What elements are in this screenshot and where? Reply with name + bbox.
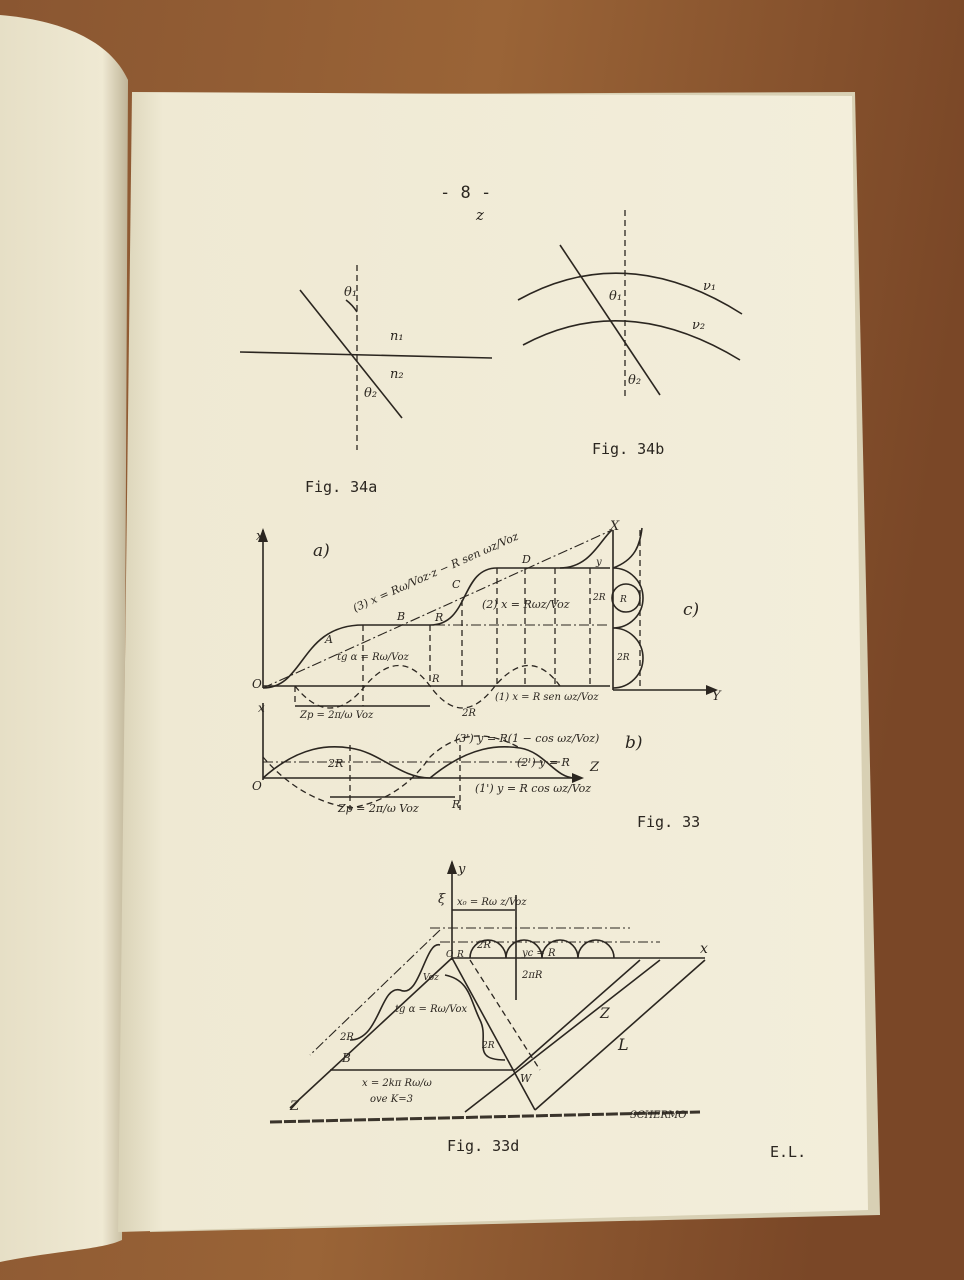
label-theta2: θ₂	[628, 373, 641, 388]
left-page	[0, 15, 128, 1262]
equation-1: (1) x = R sen ωz/Voz	[495, 692, 599, 703]
author-initials: E.L.	[770, 1143, 806, 1161]
axis-label-z: Z	[589, 760, 600, 775]
point-b: B	[341, 1051, 351, 1065]
equation-tg: tg α = Rω/Voz	[337, 652, 409, 663]
label-r: R	[619, 595, 627, 605]
label-r: R	[456, 950, 464, 960]
axis-label-y: Y	[712, 689, 722, 704]
handwritten-mark: z	[475, 206, 484, 224]
label-voz: Voz	[423, 973, 439, 983]
equation-2p: (2') y = R	[517, 756, 570, 769]
panel-label-a: a)	[313, 541, 330, 561]
figure-34b: θ₁ ν₁ ν₂ θ₂	[517, 210, 743, 400]
label-r: R	[451, 798, 460, 811]
label-n1: n₁	[390, 329, 404, 344]
caption-fig-34b: Fig. 34b	[592, 440, 664, 458]
label-2r-right: 2R	[481, 1041, 495, 1051]
caption-fig-34a: Fig. 34a	[305, 478, 377, 496]
axis-label-x: x	[700, 941, 708, 957]
page-number: - 8 -	[440, 183, 491, 203]
label-2r-lower: 2R	[616, 653, 630, 663]
axis-label-y: y	[457, 862, 466, 877]
right-page	[118, 92, 868, 1232]
axis-label-x: x	[258, 701, 265, 715]
point-w: W	[520, 1072, 533, 1085]
axis-label-x: x	[256, 529, 264, 544]
label-y: y	[595, 557, 602, 568]
equation-x-k: x = 2kπ Rω/ω	[362, 1078, 432, 1089]
equation-2: (2) x = Rωz/Voz	[482, 598, 570, 611]
label-v2: ν₂	[692, 318, 705, 333]
label-x0: x₀ = Rω z/Voz	[457, 897, 527, 908]
label-l: L	[617, 1035, 629, 1054]
label-r: R	[434, 611, 443, 624]
label-theta2: θ₂	[364, 386, 377, 401]
figure-33d: y ξ x₀ = Rω z/Voz 2R O R yc = R x 2πR Vo…	[269, 860, 708, 1124]
label-r-lower: R	[431, 674, 440, 685]
panel-label-b: b)	[625, 733, 643, 753]
point-d: D	[521, 553, 531, 566]
period-label: Zp = 2π/ω Voz	[299, 710, 374, 721]
axis-label-z: Z	[289, 1099, 300, 1114]
label-2r: 2R	[476, 940, 491, 951]
axis-label-xi: ξ	[438, 892, 446, 907]
equation-3p: (3') y = R(1 − cos ωz/Voz)	[455, 732, 599, 745]
label-screen: SCHERMO	[630, 1110, 687, 1121]
point-c: C	[452, 578, 461, 591]
label-2r-left: 2R	[339, 1032, 354, 1043]
point-a: A	[324, 633, 333, 646]
axis-label-x: X	[609, 519, 620, 534]
label-2r: 2R	[592, 593, 606, 603]
equation-1p: (1') y = R cos ωz/Voz	[475, 782, 591, 795]
panel-label-c: c)	[683, 600, 699, 620]
label-theta1: θ₁	[344, 285, 357, 300]
label-z-distance: Z	[599, 1006, 610, 1022]
origin-label: O	[252, 677, 262, 691]
caption-fig-33: Fig. 33	[637, 813, 700, 831]
figure-33b: x O 2R (3') y = R(1 − cos ωz/Voz) (2') y…	[252, 701, 643, 815]
figure-34a: θ₁ n₁ n₂ θ₂	[239, 265, 493, 450]
label-yc: yc = R	[521, 948, 556, 959]
label-k: ove K=3	[370, 1094, 413, 1105]
label-n2: n₂	[390, 367, 404, 382]
label-v1: ν₁	[703, 279, 716, 294]
label-2r: 2R	[327, 757, 343, 770]
equation-tg: tg α = Rω/Vox	[395, 1004, 467, 1015]
label-theta1: θ₁	[609, 289, 622, 304]
point-b: B	[396, 610, 405, 623]
figure-33c: X Y c) y 2R R 2R	[592, 519, 722, 704]
caption-fig-33d: Fig. 33d	[447, 1137, 519, 1155]
origin-label: O	[252, 779, 262, 793]
period-label: Zp = 2π/ω Voz	[337, 802, 419, 815]
origin-label: O	[446, 950, 454, 960]
label-2r: 2R	[461, 708, 476, 719]
label-2pir: 2πR	[521, 970, 543, 981]
